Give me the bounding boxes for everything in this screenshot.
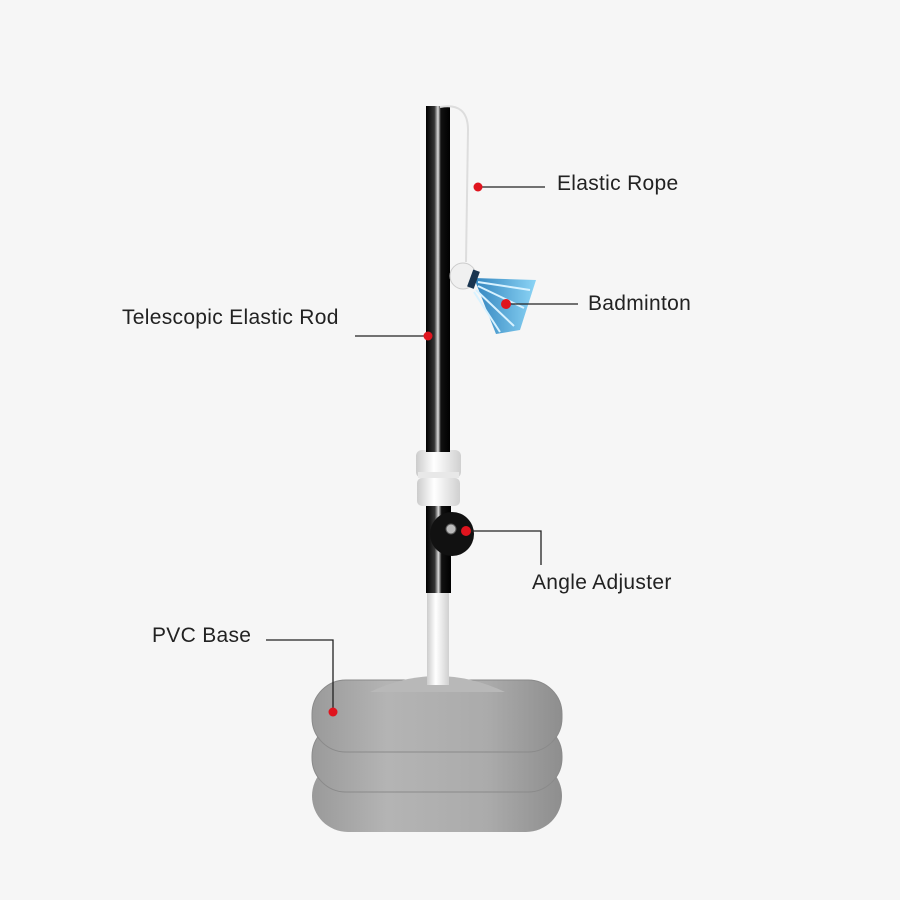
telescopic-rod: [426, 106, 450, 452]
shuttlecock: [449, 262, 536, 334]
marker-dots: [328, 182, 511, 717]
label-elastic-rope: Elastic Rope: [557, 172, 679, 195]
elastic-rope: [439, 105, 470, 263]
pvc-base: [311, 676, 563, 832]
label-angle-adjuster: Angle Adjuster: [532, 571, 672, 594]
adjuster-marker-dot: [461, 526, 471, 536]
base-marker-dot: [328, 707, 338, 717]
rod-marker-dot: [423, 331, 433, 341]
leader-lines: [266, 186, 578, 712]
label-telescopic-rod: Telescopic Elastic Rod: [122, 306, 339, 329]
lower-pole: [427, 585, 449, 685]
label-pvc-base: PVC Base: [152, 624, 252, 647]
angle-adjuster-knob: [430, 512, 474, 556]
rope-marker-dot: [473, 182, 483, 192]
badminton-marker-dot: [501, 299, 511, 309]
label-badminton: Badminton: [588, 292, 692, 315]
rod-collar: [416, 450, 461, 506]
